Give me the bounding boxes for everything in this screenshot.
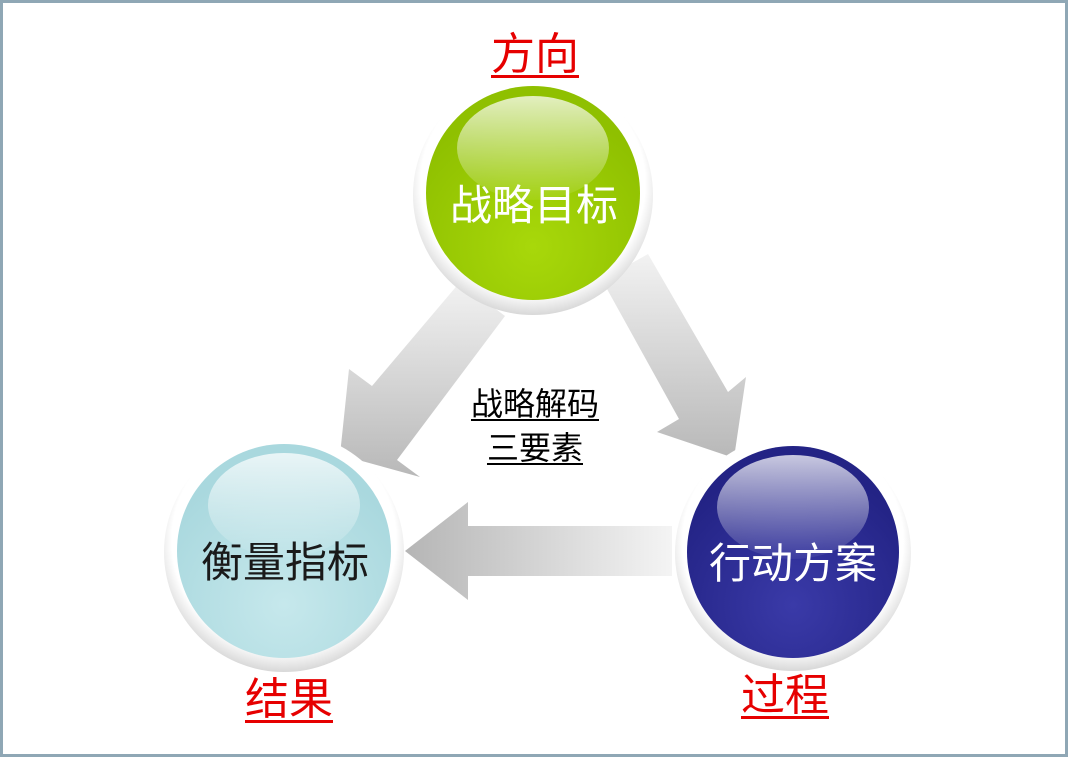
node-measure xyxy=(164,432,404,672)
label-direction: 方向 xyxy=(491,29,579,80)
label-process: 过程 xyxy=(741,670,829,721)
arrow-goal-to-measure xyxy=(340,282,505,477)
node-action-label: 行动方案 xyxy=(708,539,877,588)
center-caption-line1: 战略解码 xyxy=(470,385,599,423)
arrow-action-to-measure xyxy=(405,502,672,600)
center-caption-line2: 三要素 xyxy=(486,429,583,467)
node-measure-label: 衡量指标 xyxy=(200,538,369,587)
node-action xyxy=(675,435,911,671)
node-goal xyxy=(413,75,653,315)
arrow-goal-to-action xyxy=(602,254,746,458)
label-result: 结果 xyxy=(245,674,333,725)
center-caption: 战略解码 三要素 xyxy=(435,382,635,470)
node-goal-label: 战略目标 xyxy=(449,181,618,230)
